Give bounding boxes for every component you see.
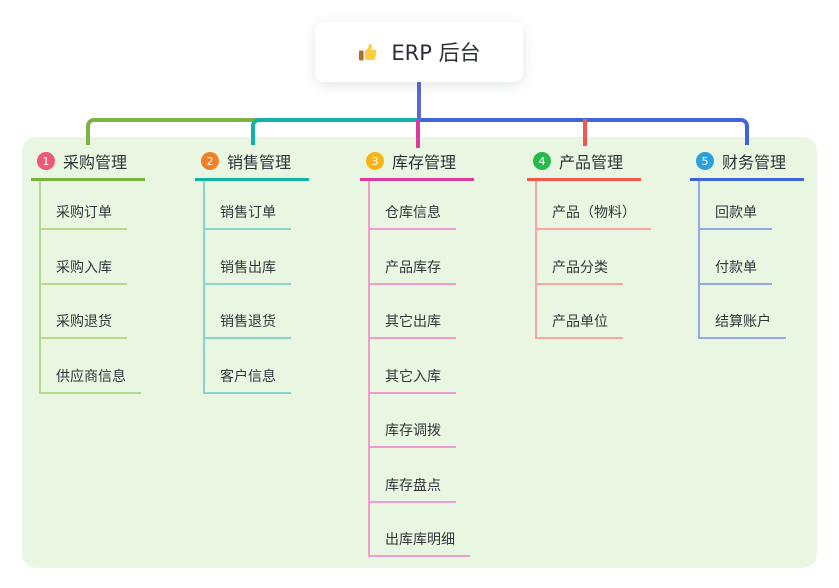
branch-label: 采购管理 bbox=[63, 153, 128, 172]
branch-label: 财务管理 bbox=[722, 153, 787, 172]
branch-title[interactable]: 4 产品管理 bbox=[527, 148, 642, 181]
branch-node: 5 财务管理 回款单付款单结算账户 bbox=[690, 148, 805, 339]
branch-number-badge: 2 bbox=[201, 152, 219, 170]
child-node[interactable]: 供应商信息 bbox=[41, 339, 145, 394]
child-node[interactable]: 回款单 bbox=[700, 181, 804, 230]
child-node[interactable]: 结算账户 bbox=[700, 285, 804, 339]
thumbs-up-icon bbox=[357, 40, 381, 64]
branch-title[interactable]: 2 销售管理 bbox=[195, 148, 310, 181]
child-node[interactable]: 采购订单 bbox=[41, 181, 145, 230]
child-node-label: 销售退货 bbox=[205, 311, 291, 339]
branch-children: 产品（物料） 产品分类产品单位 bbox=[535, 181, 651, 339]
child-node[interactable]: 客户信息 bbox=[205, 339, 309, 394]
branches-background-panel bbox=[22, 137, 817, 568]
root-node[interactable]: ERP 后台 bbox=[315, 22, 523, 82]
branch-children: 回款单付款单结算账户 bbox=[698, 181, 804, 339]
child-node[interactable]: 销售订单 bbox=[205, 181, 309, 230]
child-node[interactable]: 产品单位 bbox=[537, 285, 651, 339]
branch-children: 仓库信息产品库存其它出库其它入库库存调拨库存盘点出库库明细 bbox=[368, 181, 474, 557]
child-node-label: 结算账户 bbox=[700, 311, 786, 339]
child-node[interactable]: 其它出库 bbox=[370, 285, 474, 339]
branch-title[interactable]: 1 采购管理 bbox=[31, 148, 146, 181]
child-node[interactable]: 产品（物料） bbox=[537, 181, 651, 230]
branch-label: 库存管理 bbox=[392, 153, 457, 172]
branch-number-badge: 5 bbox=[696, 152, 714, 170]
branch-children: 采购订单采购入库采购退货供应商信息 bbox=[39, 181, 145, 394]
branch-node: 2 销售管理 销售订单销售出库销售退货客户信息 bbox=[195, 148, 310, 394]
child-node-label: 出库库明细 bbox=[370, 529, 470, 557]
child-node[interactable]: 产品分类 bbox=[537, 230, 651, 285]
child-node[interactable]: 库存调拨 bbox=[370, 394, 474, 448]
branch-number-badge: 4 bbox=[533, 152, 551, 170]
child-node-label: 销售订单 bbox=[205, 202, 291, 230]
branch-title[interactable]: 5 财务管理 bbox=[690, 148, 805, 181]
child-node-label: 库存盘点 bbox=[370, 475, 456, 503]
branch-number-badge: 1 bbox=[37, 152, 55, 170]
child-node-label: 仓库信息 bbox=[370, 202, 456, 230]
child-node-label: 其它出库 bbox=[370, 311, 456, 339]
branch-title[interactable]: 3 库存管理 bbox=[360, 148, 475, 181]
child-node-label: 销售出库 bbox=[205, 257, 291, 285]
child-node-label: 回款单 bbox=[700, 202, 772, 230]
root-node-label: ERP 后台 bbox=[391, 41, 481, 65]
child-node-label: 客户信息 bbox=[205, 366, 291, 394]
child-node[interactable]: 采购退货 bbox=[41, 285, 145, 339]
branch-node: 4 产品管理 产品（物料） 产品分类产品单位 bbox=[527, 148, 651, 339]
child-node[interactable]: 付款单 bbox=[700, 230, 804, 285]
child-node-label: 产品（物料） bbox=[537, 202, 651, 230]
child-node[interactable]: 仓库信息 bbox=[370, 181, 474, 230]
child-node-label: 采购订单 bbox=[41, 202, 127, 230]
child-node[interactable]: 产品库存 bbox=[370, 230, 474, 285]
child-node[interactable]: 库存盘点 bbox=[370, 448, 474, 503]
child-node[interactable]: 销售出库 bbox=[205, 230, 309, 285]
child-node-label: 供应商信息 bbox=[41, 366, 141, 394]
branch-number-badge: 3 bbox=[366, 152, 384, 170]
branch-node: 1 采购管理 采购订单采购入库采购退货供应商信息 bbox=[31, 148, 146, 394]
child-node-label: 库存调拨 bbox=[370, 420, 456, 448]
child-node-label: 付款单 bbox=[700, 257, 772, 285]
child-node[interactable]: 出库库明细 bbox=[370, 503, 474, 557]
branch-label: 销售管理 bbox=[227, 153, 292, 172]
child-node-label: 采购退货 bbox=[41, 311, 127, 339]
child-node-label: 产品分类 bbox=[537, 257, 623, 285]
child-node[interactable]: 其它入库 bbox=[370, 339, 474, 394]
child-node-label: 产品库存 bbox=[370, 257, 456, 285]
child-node[interactable]: 采购入库 bbox=[41, 230, 145, 285]
child-node-label: 其它入库 bbox=[370, 366, 456, 394]
child-node-label: 产品单位 bbox=[537, 311, 623, 339]
child-node-label: 采购入库 bbox=[41, 257, 127, 285]
branch-label: 产品管理 bbox=[559, 153, 624, 172]
child-node[interactable]: 销售退货 bbox=[205, 285, 309, 339]
branch-node: 3 库存管理 仓库信息产品库存其它出库其它入库库存调拨库存盘点出库库明细 bbox=[360, 148, 475, 557]
branch-children: 销售订单销售出库销售退货客户信息 bbox=[203, 181, 309, 394]
